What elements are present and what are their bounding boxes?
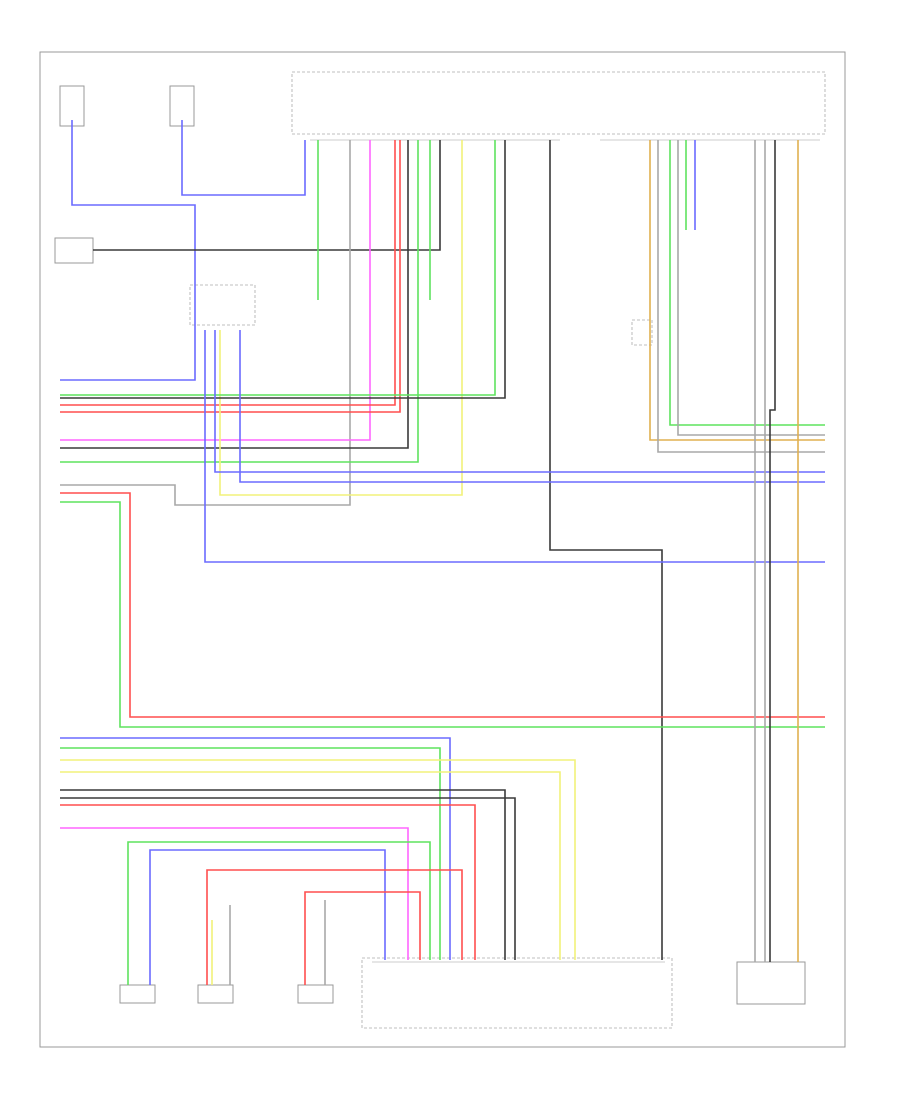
wire-blue-4 (214, 330, 825, 473)
ground-box (736, 961, 806, 1005)
wire-blue-2 (181, 120, 306, 196)
top-left-connectors (59, 85, 195, 127)
wire-green-9 (127, 841, 431, 985)
wire-blue-7 (60, 737, 451, 960)
wire-gray-3 (677, 140, 825, 436)
wire-black-3 (549, 140, 663, 960)
wire-yellow-2 (60, 759, 576, 960)
wire-red-5 (206, 869, 463, 985)
wire-green-6 (669, 140, 825, 426)
wire-red-1 (60, 140, 396, 406)
wire-yellow-1 (219, 140, 463, 496)
diagram-frame (39, 51, 846, 1048)
wire-red-4 (60, 804, 476, 960)
right-connector-box (631, 319, 653, 346)
wire-pink-1 (60, 140, 371, 441)
wire-blue-3 (204, 330, 825, 563)
wire-gray-1 (60, 140, 351, 506)
left-rear-speaker (197, 984, 234, 1004)
mid-connector-box (189, 284, 256, 326)
antenna-module-box (54, 237, 94, 264)
wire-red-2 (60, 140, 401, 413)
left-front-speaker (119, 984, 156, 1004)
right-front-speaker (297, 984, 334, 1004)
wire-blue-1 (60, 120, 196, 381)
wire-gray-2 (657, 140, 825, 453)
wire-black-5 (60, 789, 506, 960)
wire-black-antenna (93, 140, 441, 251)
wire-blue-8 (149, 849, 386, 985)
wires (60, 120, 825, 985)
wire-green-5 (60, 501, 825, 728)
bottom-module-box (361, 957, 673, 1029)
wire-green-8 (60, 747, 441, 960)
wire-yellow-3 (60, 771, 561, 960)
wire-black-2 (60, 140, 506, 399)
wire-red-6 (304, 891, 421, 985)
wire-green-2 (60, 140, 419, 463)
wire-black-4 (769, 140, 776, 962)
wire-blue-5 (239, 330, 825, 483)
wire-black-6 (60, 797, 516, 960)
main-module-box (291, 71, 826, 135)
wire-pink-2 (60, 827, 409, 960)
wire-orange-1 (649, 140, 825, 441)
wire-red-3 (60, 492, 825, 718)
wire-black-1 (60, 140, 409, 449)
